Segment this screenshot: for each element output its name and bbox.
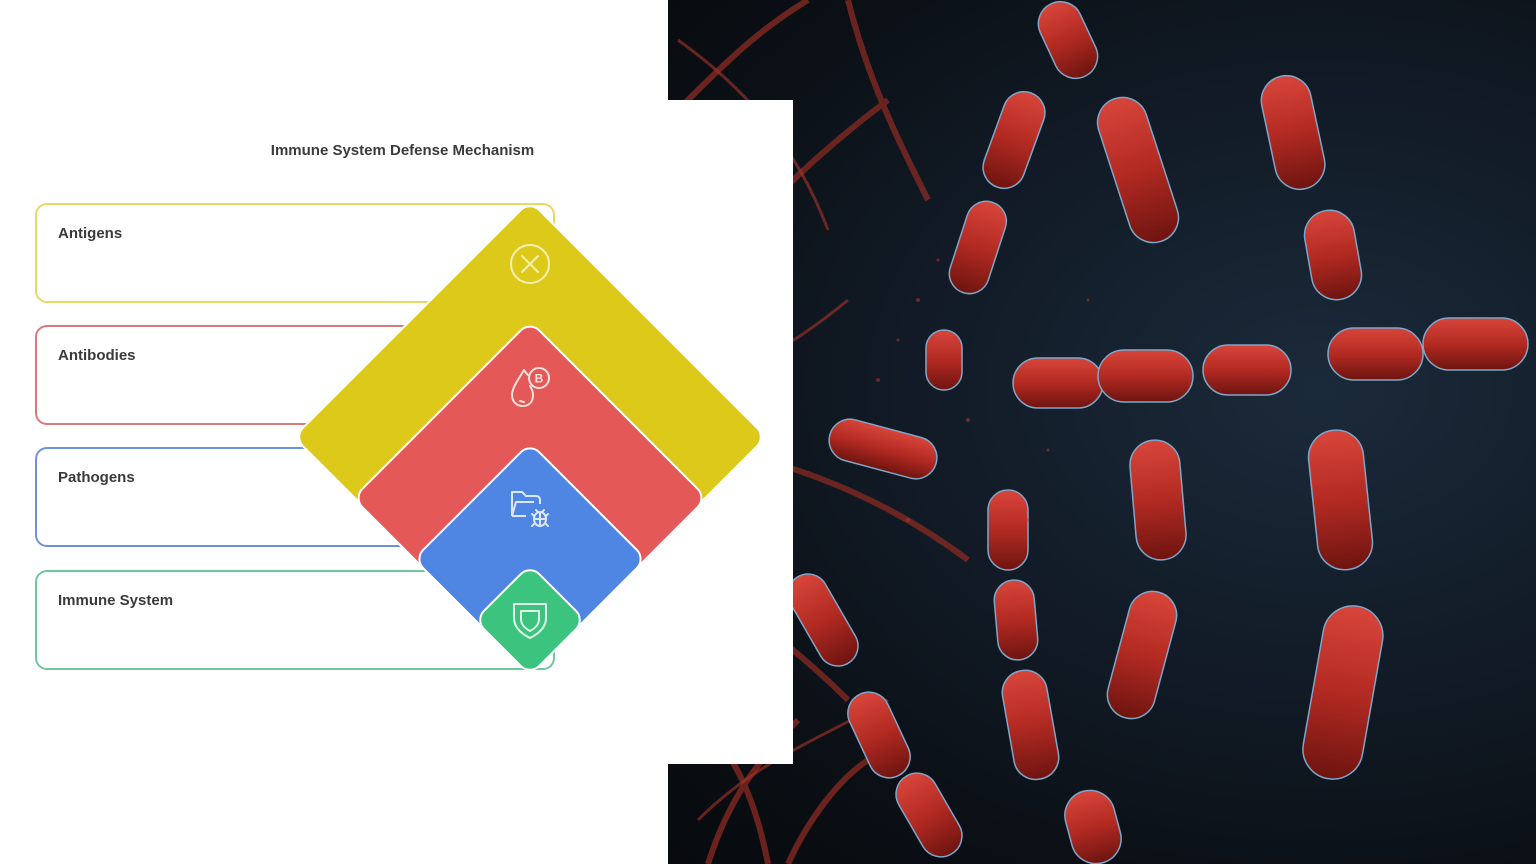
bacteria-background-photo — [668, 0, 1536, 864]
layer-label: Immune System — [58, 592, 174, 609]
layer-label: Antigens — [58, 225, 123, 242]
diagram-title: Immune System Defense Mechanism — [270, 142, 535, 159]
x-circle-icon — [510, 244, 550, 284]
svg-text:B: B — [535, 372, 544, 386]
bacteria-illustration — [668, 0, 1529, 864]
shield-icon — [513, 603, 547, 639]
blood-drop-b-icon: B — [510, 367, 550, 408]
layer-label: Antibodies — [58, 347, 136, 364]
layer-label: Pathogens — [58, 469, 135, 486]
folder-bug-icon — [511, 491, 549, 527]
